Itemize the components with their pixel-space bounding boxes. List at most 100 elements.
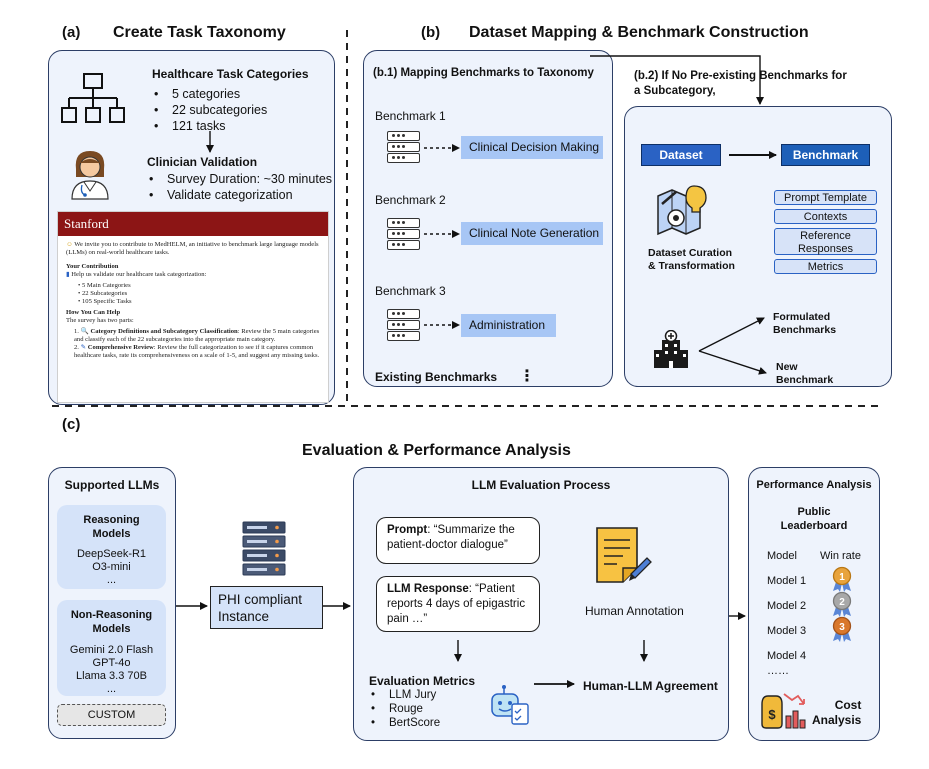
response-bubble: LLM Response: “Patient reports 4 days of… bbox=[376, 576, 540, 632]
contribution-text: Help us validate our healthcare task cat… bbox=[71, 271, 207, 278]
more-ellipsis: ⋮ bbox=[519, 368, 535, 385]
curation-label: Dataset Curation & Transformation bbox=[648, 247, 735, 272]
hierarchy-icon bbox=[61, 73, 125, 123]
category-counts-list: 5 categories 22 subcategories 121 tasks bbox=[148, 86, 267, 134]
benchmark-3-label: Benchmark 3 bbox=[375, 284, 446, 298]
chart-icon: ▮ bbox=[66, 271, 70, 278]
medal-rank-2: 2 bbox=[839, 597, 845, 608]
component-prompt-template: Prompt Template bbox=[774, 190, 877, 205]
category-count-item: 5 categories bbox=[148, 86, 267, 102]
evaluation-title: LLM Evaluation Process bbox=[471, 478, 611, 492]
model-name: Llama 3.3 70B bbox=[76, 670, 147, 682]
taxonomy-target-clinical-decision: Clinical Decision Making bbox=[461, 136, 603, 159]
bronze-medal-icon: 3 bbox=[832, 616, 852, 642]
supported-llms-title: Supported LLMs bbox=[64, 478, 160, 492]
contribution-item: • 105 Specific Tasks bbox=[78, 298, 132, 305]
survey-step-2: 2. ✎ Comprehensive Review: Review the fu… bbox=[74, 344, 320, 359]
leaderboard-model: Model 4 bbox=[767, 650, 807, 662]
prompt-bubble: Prompt: “Summarize the patient-doctor di… bbox=[376, 517, 540, 564]
leaderboard-model: Model 1 bbox=[767, 575, 807, 587]
robot-icon bbox=[491, 685, 529, 725]
leaderboard-model: …… bbox=[767, 665, 789, 677]
metric-item: Rouge bbox=[365, 702, 440, 716]
arrow-to-construction bbox=[590, 55, 764, 105]
survey-intro: We invite you to contribute to MedHELM, … bbox=[66, 241, 319, 256]
validation-item: Validate categorization bbox=[143, 187, 332, 203]
model-name: O3-mini bbox=[92, 561, 131, 573]
human-annotation-label: Human Annotation bbox=[585, 604, 684, 618]
hospital-icon bbox=[654, 330, 688, 368]
help-heading: How You Can Help bbox=[66, 309, 121, 316]
help-text: The survey has two parts: bbox=[66, 317, 134, 324]
section-a-label: (a) bbox=[62, 24, 81, 41]
cost-analysis-icon: $ bbox=[761, 693, 806, 729]
dataset-curation-icon bbox=[657, 185, 707, 236]
contribution-item: • 5 Main Categories bbox=[78, 282, 131, 289]
section-a-title: Create Task Taxonomy bbox=[113, 24, 286, 41]
benchmark-1-label: Benchmark 1 bbox=[375, 109, 446, 123]
evaluation-metrics-title: Evaluation Metrics bbox=[369, 674, 476, 688]
custom-model-box: CUSTOM bbox=[57, 704, 166, 726]
leaderboard-title: Public Leaderboard bbox=[780, 506, 848, 532]
cost-analysis-label: Cost Analysis bbox=[812, 698, 862, 727]
reasoning-models-list: DeepSeek-R1 O3-mini ... bbox=[57, 548, 166, 587]
reasoning-models-title: Reasoning Models bbox=[83, 514, 140, 540]
taxonomy-target-administration: Administration bbox=[461, 314, 556, 337]
formulated-benchmarks-label: Formulated Benchmarks bbox=[773, 311, 837, 336]
leaderboard-model: Model 2 bbox=[767, 600, 807, 612]
model-name: ... bbox=[106, 574, 117, 586]
category-count-item: 121 tasks bbox=[148, 118, 267, 134]
medal-rank-3: 3 bbox=[839, 622, 845, 633]
contribution-heading: Your Contribution bbox=[66, 263, 119, 270]
performance-title: Performance Analysis bbox=[756, 479, 872, 491]
wave-icon: ☺ bbox=[66, 241, 73, 248]
section-b-title: Dataset Mapping & Benchmark Construction bbox=[469, 24, 809, 41]
model-name: Gemini 2.0 Flash bbox=[69, 644, 154, 656]
clinician-icon bbox=[71, 151, 109, 200]
model-name: GPT-4o bbox=[92, 657, 131, 669]
model-name: ... bbox=[106, 683, 117, 695]
arrow-to-formulated bbox=[698, 317, 765, 352]
reasoning-models-card bbox=[57, 505, 166, 589]
vertical-divider bbox=[346, 30, 348, 402]
existing-benchmarks-label: Existing Benchmarks bbox=[375, 370, 498, 384]
component-metrics: Metrics bbox=[774, 259, 877, 274]
leaderboard-col-winrate: Win rate bbox=[820, 550, 861, 562]
phi-server-icon bbox=[242, 521, 286, 576]
model-name: DeepSeek-R1 bbox=[76, 548, 147, 560]
dataset-box: Dataset bbox=[641, 144, 721, 166]
section-c-title: Evaluation & Performance Analysis bbox=[302, 442, 571, 459]
mapping-title: (b.1) Mapping Benchmarks to Taxonomy bbox=[373, 67, 594, 79]
non-reasoning-models-title: Non-Reasoning Models bbox=[70, 609, 153, 635]
human-llm-agreement-label: Human-LLM Agreement bbox=[583, 679, 718, 693]
component-contexts: Contexts bbox=[774, 209, 877, 224]
metric-item: LLM Jury bbox=[365, 688, 440, 702]
benchmark-box: Benchmark bbox=[781, 144, 870, 166]
validation-item: Survey Duration: ~30 minutes bbox=[143, 171, 332, 187]
new-benchmark-title: (b.2) If No Pre-existing Benchmarks for … bbox=[634, 70, 847, 97]
new-benchmark-label: New Benchmark bbox=[776, 361, 834, 386]
leaderboard-col-model: Model bbox=[767, 550, 797, 562]
survey-step-1: 1. 🔍 Category Definitions and Subcategor… bbox=[74, 328, 320, 343]
category-count-item: 22 subcategories bbox=[148, 102, 267, 118]
evaluation-metrics-list: LLM Jury Rouge BertScore bbox=[365, 688, 440, 730]
stanford-header: Stanford bbox=[58, 212, 328, 236]
silver-medal-icon: 2 bbox=[832, 591, 852, 617]
medal-rank-1: 1 bbox=[839, 572, 845, 583]
arrow-to-new bbox=[698, 350, 767, 375]
component-reference-responses: Reference Responses bbox=[774, 228, 877, 255]
gold-medal-icon: 1 bbox=[832, 566, 852, 592]
section-b-label: (b) bbox=[421, 24, 441, 41]
non-reasoning-models-list: Gemini 2.0 Flash GPT-4o Llama 3.3 70B ..… bbox=[57, 644, 166, 696]
phi-instance-box: PHI compliant Instance bbox=[210, 586, 323, 629]
validation-list: Survey Duration: ~30 minutes Validate ca… bbox=[143, 171, 332, 203]
section-c-label: (c) bbox=[62, 416, 81, 433]
categories-heading: Healthcare Task Categories bbox=[152, 67, 309, 81]
horizontal-divider bbox=[52, 405, 880, 407]
contribution-item: • 22 Subcategories bbox=[78, 290, 128, 297]
benchmark-2-label: Benchmark 2 bbox=[375, 193, 446, 207]
svg-text:$: $ bbox=[768, 707, 776, 722]
annotation-icon bbox=[596, 527, 652, 583]
taxonomy-target-clinical-note: Clinical Note Generation bbox=[461, 222, 603, 245]
